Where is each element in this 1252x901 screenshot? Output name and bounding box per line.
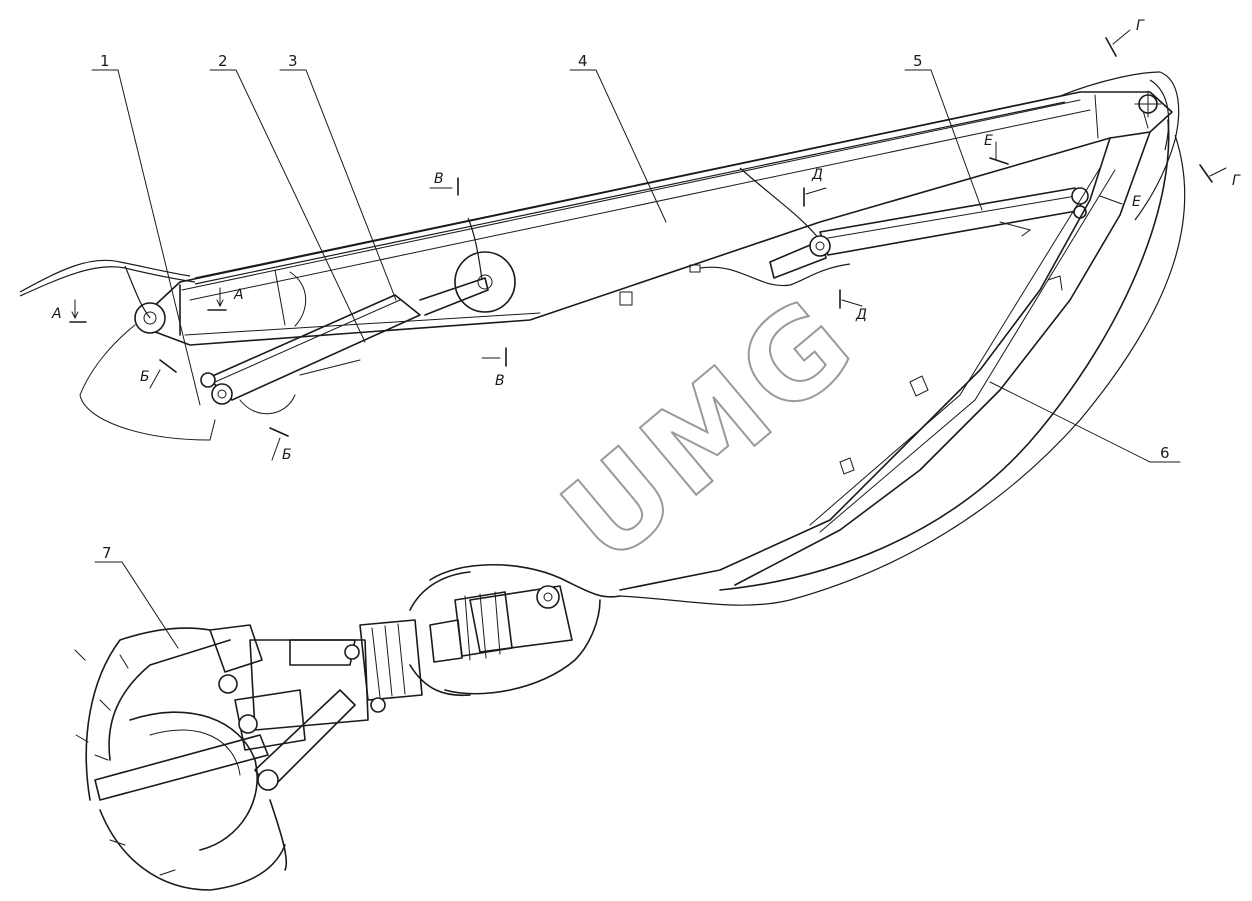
- callouts: 1 2 3 4 5 6 7: [91, 52, 1181, 649]
- callout-7: 7: [102, 544, 112, 562]
- section-mark-a-left: А: [51, 306, 62, 322]
- rotator-link: [409, 563, 621, 697]
- boom-cylinder-mount-disc: [454, 251, 516, 313]
- callout-3: 3: [288, 52, 298, 70]
- boom-hydraulic-lines: [19, 71, 1180, 319]
- section-mark-v-lower: В: [495, 373, 505, 389]
- section-mark-e-upper: Е: [984, 133, 993, 149]
- section-mark-v-upper: В: [434, 171, 444, 187]
- callout-5: 5: [913, 52, 923, 70]
- section-mark-a-inner: А: [233, 287, 244, 303]
- section-mark-g-top: Г: [1136, 18, 1145, 34]
- section-markers: А А Б Б В В Г Г Д Д: [51, 18, 1241, 463]
- section-mark-d-lower: Д: [855, 307, 867, 323]
- section-mark-d-upper: Д: [811, 167, 823, 183]
- section-mark-b-lower: Б: [282, 447, 292, 463]
- boom-cylinder: [200, 277, 489, 415]
- section-mark-b-upper: Б: [140, 369, 150, 385]
- watermark: UMG: [538, 270, 883, 591]
- stick: [619, 119, 1186, 606]
- section-mark-g-right: Г: [1232, 173, 1241, 189]
- boom: [134, 90, 1173, 346]
- counterweight-outline: [79, 324, 216, 441]
- callout-2: 2: [218, 52, 228, 70]
- callout-1: 1: [100, 52, 110, 70]
- grapple: [74, 619, 423, 891]
- callout-4: 4: [578, 52, 588, 70]
- stick-cylinder: [769, 187, 1089, 279]
- section-mark-e-right: Е: [1132, 194, 1141, 210]
- callout-6: 6: [1160, 444, 1170, 462]
